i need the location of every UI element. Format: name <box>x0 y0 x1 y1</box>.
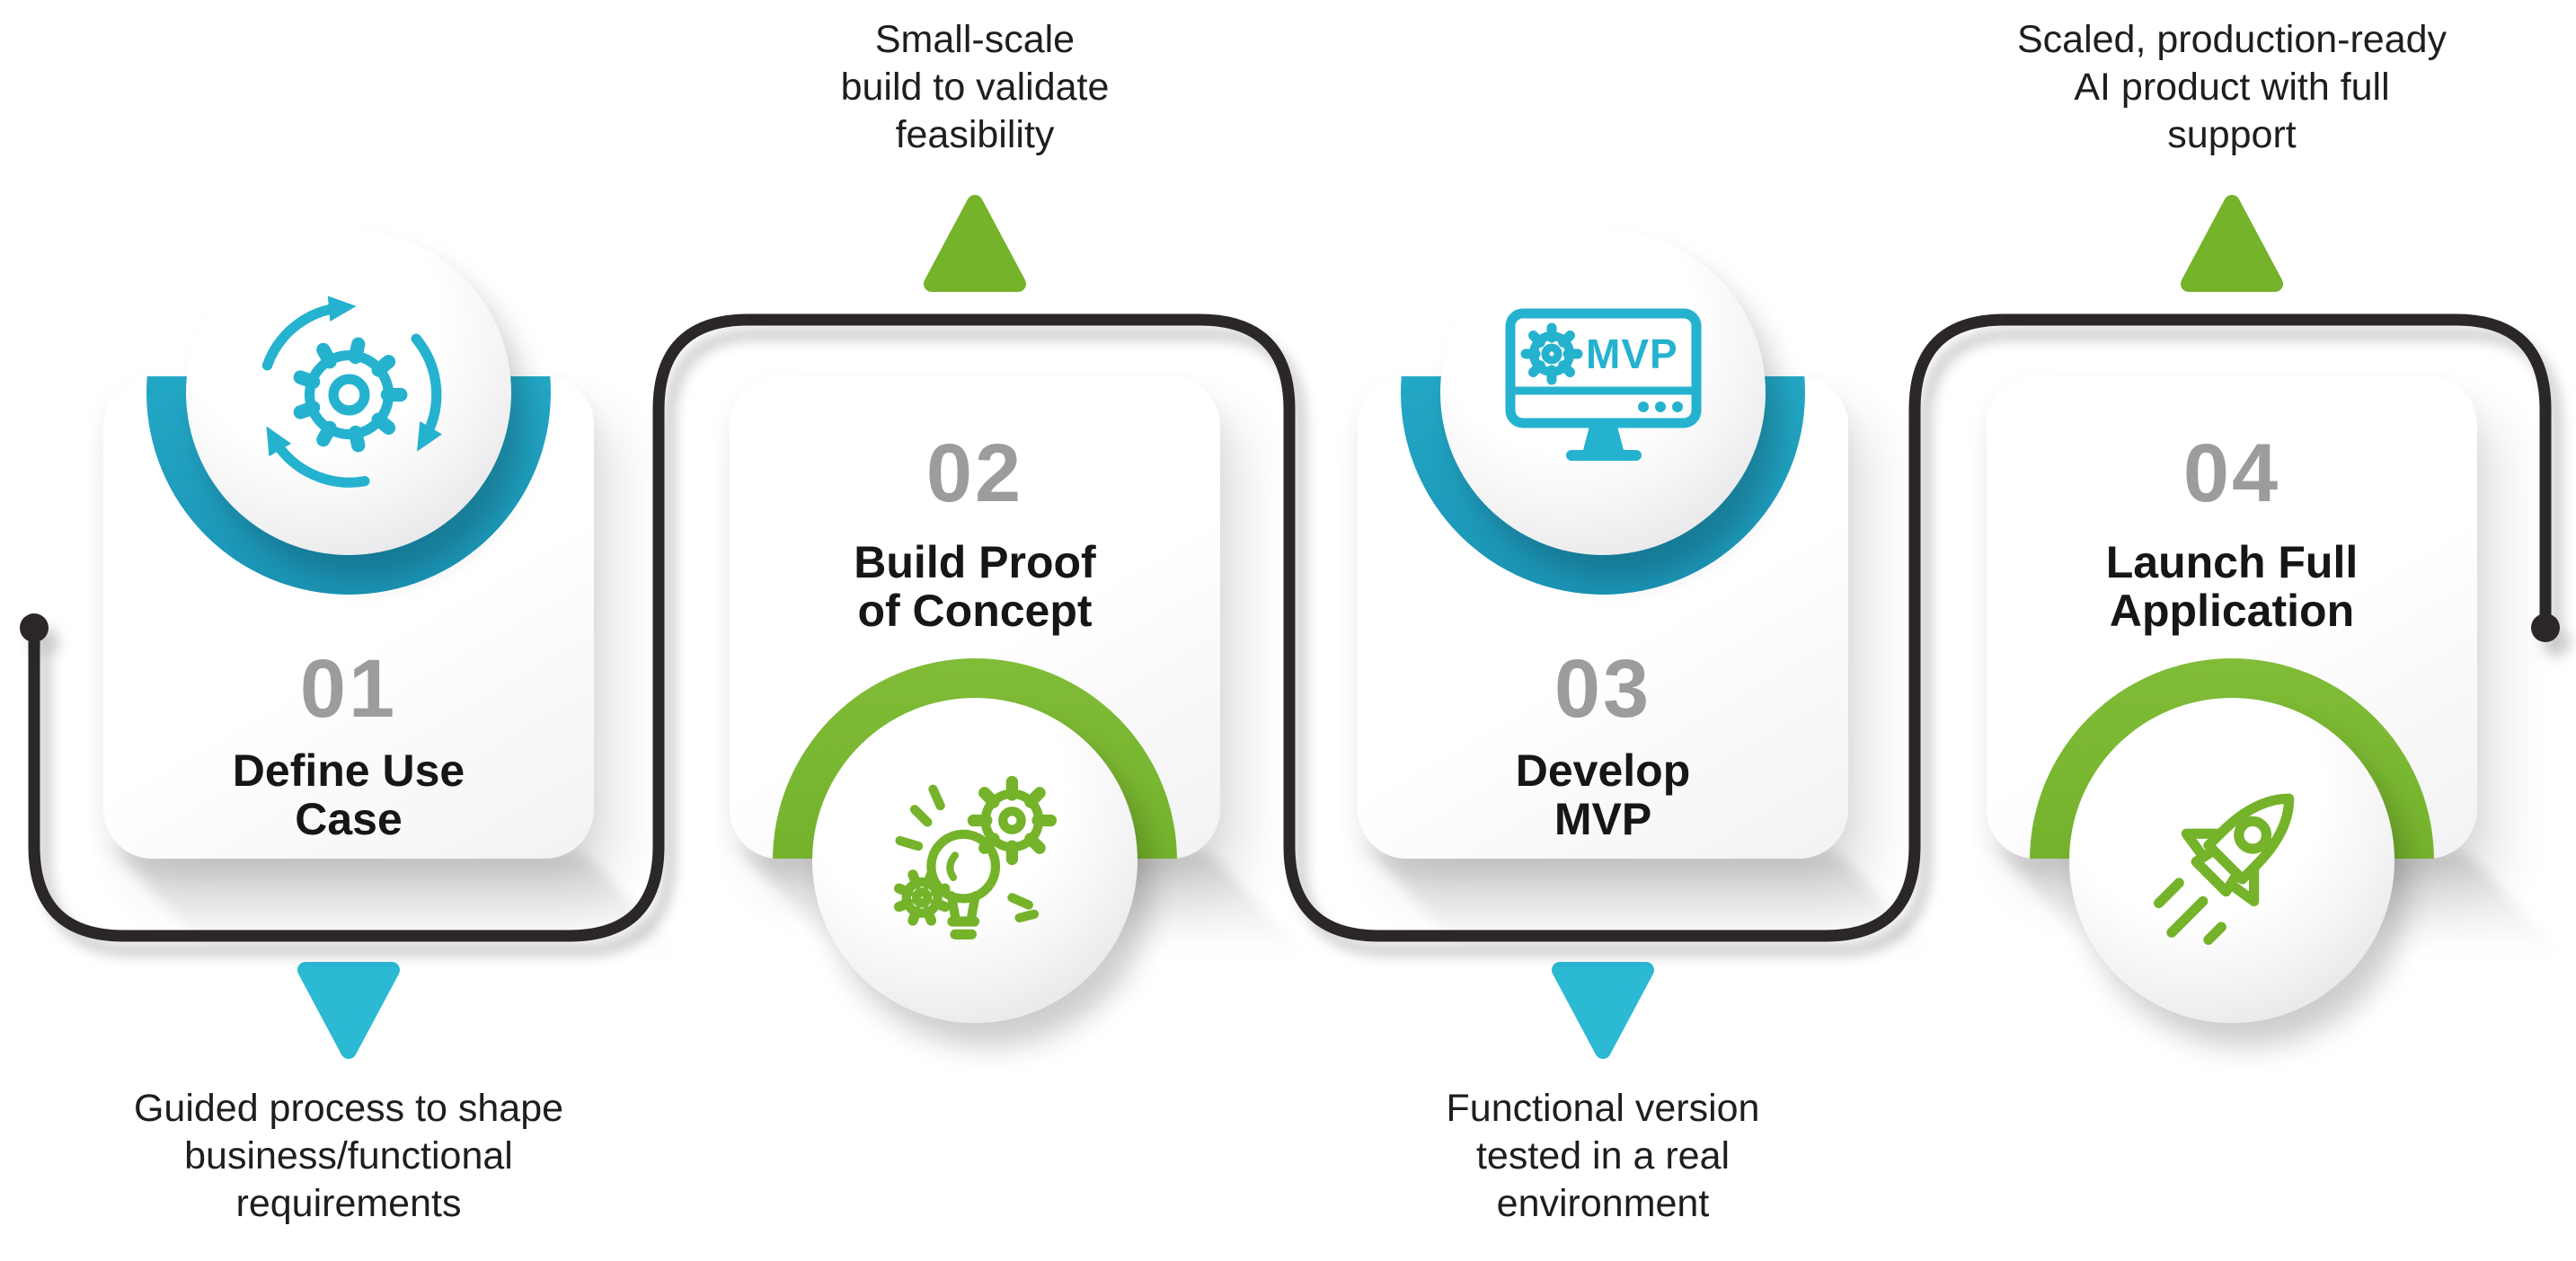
step-1-down-triangle-icon <box>297 962 400 1059</box>
step-2-icon-circle <box>812 698 1138 1023</box>
step-4-note: Scaled, production-ready AI product with… <box>1890 16 2573 159</box>
step-3-title: Develop MVP <box>1515 745 1691 844</box>
mvp-monitor-icon: MVP <box>1505 308 1701 461</box>
step-2-title: Build Proof of Concept <box>854 537 1096 636</box>
step-4-title: Launch Full Application <box>2105 537 2359 636</box>
process-cycle-icon <box>261 295 442 488</box>
step-1-note-line: requirements <box>235 1182 462 1225</box>
step-3-note: Functional version tested in a real envi… <box>1261 1085 1944 1228</box>
mvp-screen-label: MVP <box>1586 331 1678 377</box>
step-3-down-triangle-icon <box>1552 962 1654 1059</box>
path-end-dot <box>2531 613 2560 642</box>
rocket-icon <box>2153 793 2294 945</box>
step-4-icon-circle <box>2069 698 2395 1023</box>
step-1-note-line: business/functional <box>184 1134 513 1177</box>
step-3-note-line: environment <box>1496 1182 1710 1225</box>
step-2-note-line: Small-scale <box>874 18 1076 61</box>
step-1-title: Define Use Case <box>232 745 465 844</box>
step-1-number: 01 <box>299 643 398 735</box>
card-3-long-shadow <box>1371 851 1961 986</box>
step-2-note-line: feasibility <box>895 113 1055 156</box>
step-2-note-line: build to validate <box>840 66 1110 109</box>
step-3-note-line: tested in a real <box>1475 1134 1731 1177</box>
step-4-up-triangle-icon <box>2181 195 2283 292</box>
step-3-number: 03 <box>1554 643 1652 735</box>
step-2-note: Small-scale build to validate feasibilit… <box>633 16 1316 159</box>
step-4-number: 04 <box>2182 428 2281 519</box>
step-1-note-line: Guided process to shape <box>133 1087 564 1130</box>
idea-gears-icon <box>893 775 1057 939</box>
step-4-note-line: support <box>2167 113 2297 156</box>
step-4-note-line: Scaled, production-ready <box>2016 18 2448 61</box>
step-1-note: Guided process to shape business/functio… <box>7 1085 690 1228</box>
card-1-long-shadow <box>117 851 706 986</box>
step-2-up-triangle-icon <box>924 195 1026 292</box>
step-4-note-line: AI product with full <box>2074 66 2390 109</box>
step-2-number: 02 <box>925 428 1024 519</box>
step-3-icon-circle: MVP <box>1440 230 1766 555</box>
step-1-icon-circle <box>186 230 511 555</box>
path-start-dot <box>20 613 49 642</box>
step-3-note-line: Functional version <box>1446 1087 1760 1130</box>
